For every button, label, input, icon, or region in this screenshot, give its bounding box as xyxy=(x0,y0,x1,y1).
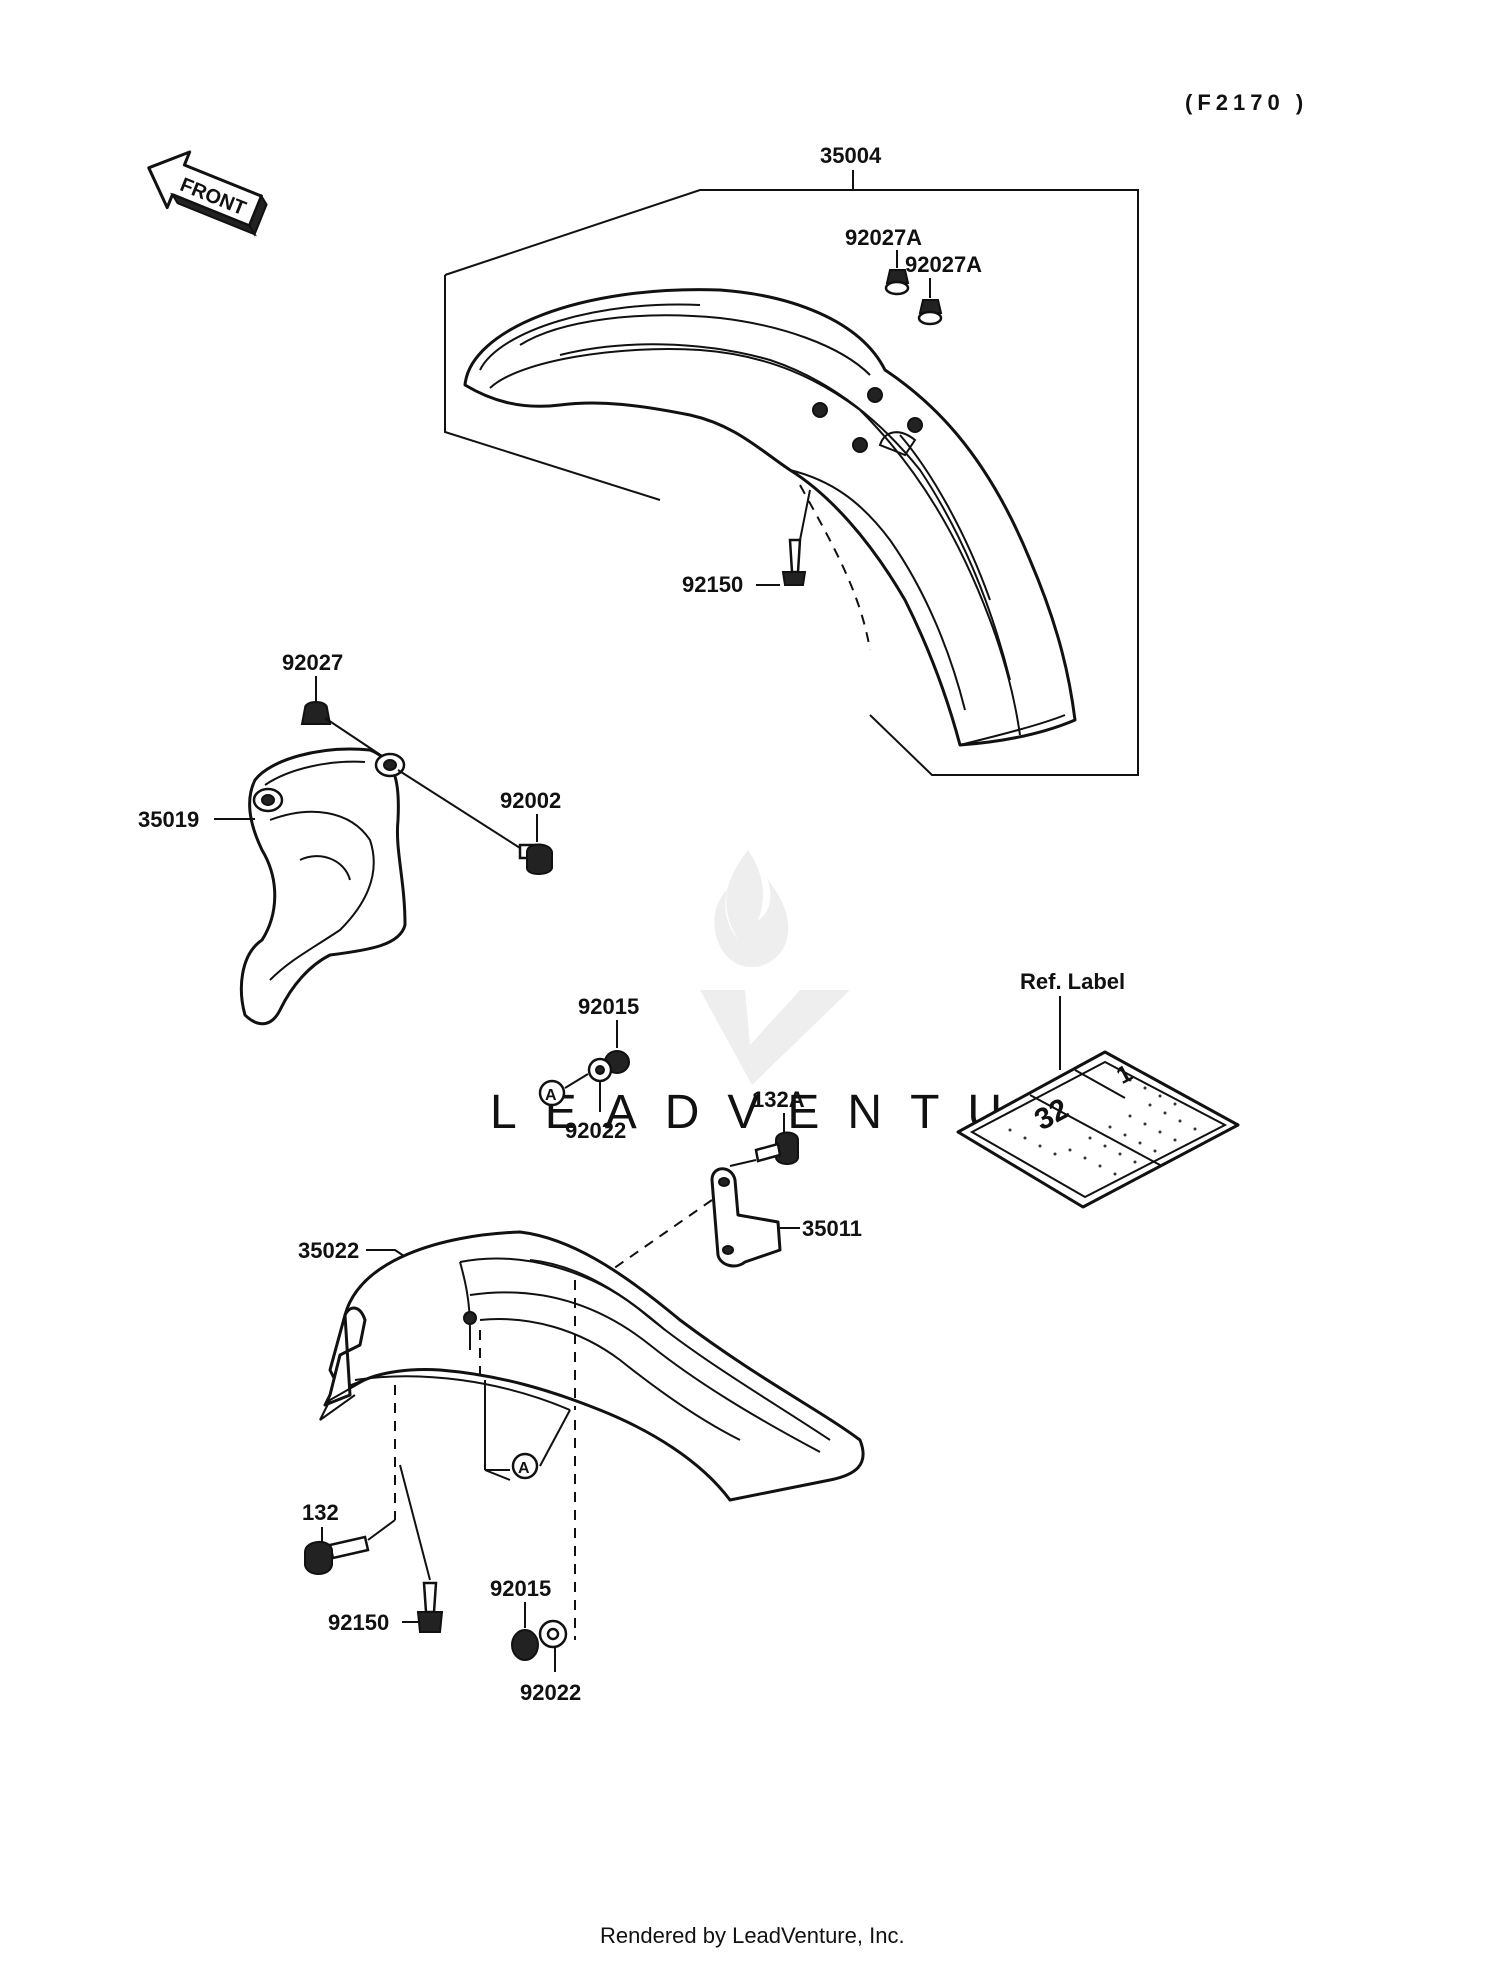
diagram-code: (F2170 ) xyxy=(1185,90,1308,115)
callout-35011: 35011 xyxy=(802,1216,862,1241)
callout-35019: 35019 xyxy=(138,807,199,832)
callout-132: 132 xyxy=(302,1500,339,1525)
callout-92022-top: 92022 xyxy=(565,1118,626,1143)
ref-A-top: A xyxy=(545,1087,557,1104)
watermark-flame-icon xyxy=(714,850,789,968)
callout-92150-bottom: 92150 xyxy=(328,1610,389,1635)
callout-132A: 132A xyxy=(752,1087,805,1112)
watermark-v-icon xyxy=(700,990,850,1085)
rear-fender-bolt-group: 132 xyxy=(302,1500,396,1575)
callout-92027A-2: 92027A xyxy=(905,252,982,277)
ref-A-bottom: A xyxy=(518,1460,530,1477)
sprocket-cover-group: 92027 35019 92002 xyxy=(138,650,561,1026)
callout-92027: 92027 xyxy=(282,650,343,675)
callout-35004: 35004 xyxy=(820,143,882,168)
front-fender-group: 35004 92027A 92027A 92150 xyxy=(444,143,1139,776)
callout-92015-top: 92015 xyxy=(578,994,639,1019)
ref-label-dot-grid xyxy=(1008,1078,1197,1176)
callout-92002: 92002 xyxy=(500,788,561,813)
reference-label-group: Ref. Label 32 1 xyxy=(956,969,1240,1209)
callout-35022: 35022 xyxy=(298,1238,359,1263)
callout-92015-bottom: 92015 xyxy=(490,1576,551,1601)
mudguard-nut-group-top: 92015 A 92022 xyxy=(538,994,639,1143)
rear-fender-group: 35022 A xyxy=(298,1230,865,1640)
ref-label-title: Ref. Label xyxy=(1020,969,1125,994)
callout-92027A-1: 92027A xyxy=(845,225,922,250)
mudguard-nut-group-bottom: 92015 92022 xyxy=(490,1576,581,1705)
front-fender xyxy=(463,288,1077,747)
front-direction-arrow-icon: FRONT xyxy=(147,150,268,237)
footer-credit: Rendered by LeadVenture, Inc. xyxy=(600,1923,905,1948)
callout-92150-top: 92150 xyxy=(682,572,743,597)
rear-fender-screw-group: 92150 xyxy=(328,1464,444,1635)
bracket-group: 132A 35011 xyxy=(589,1087,862,1286)
callout-92022-bottom: 92022 xyxy=(520,1680,581,1705)
